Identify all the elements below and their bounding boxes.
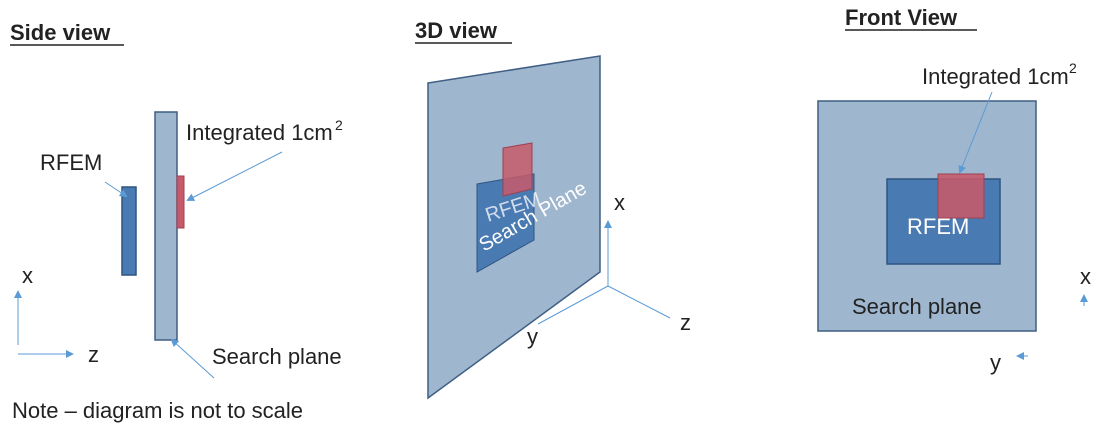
front-rfem-label: RFEM [907,214,969,239]
side-search-plane [154,111,178,341]
front-axis-y-label: y [990,350,1001,375]
front-view: Front View Integrated 1cm 2 RFEM Search … [817,5,1091,375]
front-search-plane-label: Search plane [852,294,982,319]
view-3d: 3D view RFEM Search Plane x z y [415,18,691,400]
side-integrated-label: Integrated 1cm [186,120,333,145]
side-rfem-label: RFEM [40,150,102,175]
side-view: Side view RFEM Integrated 1cm 2 Search p… [10,20,343,423]
side-search-plane-label: Search plane [212,344,342,369]
view-3d-axis-z-line [607,285,671,319]
side-integrated-sup: 2 [335,117,343,133]
note-text: Note – diagram is not to scale [12,398,303,423]
side-integrated-arrow [186,151,283,201]
front-integrated-patch [937,173,985,219]
view-3d-integrated-patch [502,142,533,197]
front-integrated-sup: 2 [1069,60,1077,76]
side-search-plane-arrow [170,338,215,379]
view-3d-axis-y-line [537,285,609,325]
side-axis-z-label: z [88,342,99,367]
front-integrated-arrow [958,91,993,174]
side-rfem-arrow [104,181,128,198]
view-3d-title: 3D view [415,18,498,43]
side-view-title: Side view [10,20,111,45]
side-axis-x-label: x [22,263,33,288]
view-3d-axis-z-label: z [680,310,691,335]
side-integrated-patch [176,175,185,229]
front-view-title: Front View [845,5,958,30]
front-integrated-label: Integrated 1cm [922,64,1069,89]
front-axis-x-label: x [1080,264,1091,289]
view-3d-axis-x-label: x [614,190,625,215]
side-rfem [121,186,137,276]
view-3d-axis-y-label: y [527,324,538,349]
